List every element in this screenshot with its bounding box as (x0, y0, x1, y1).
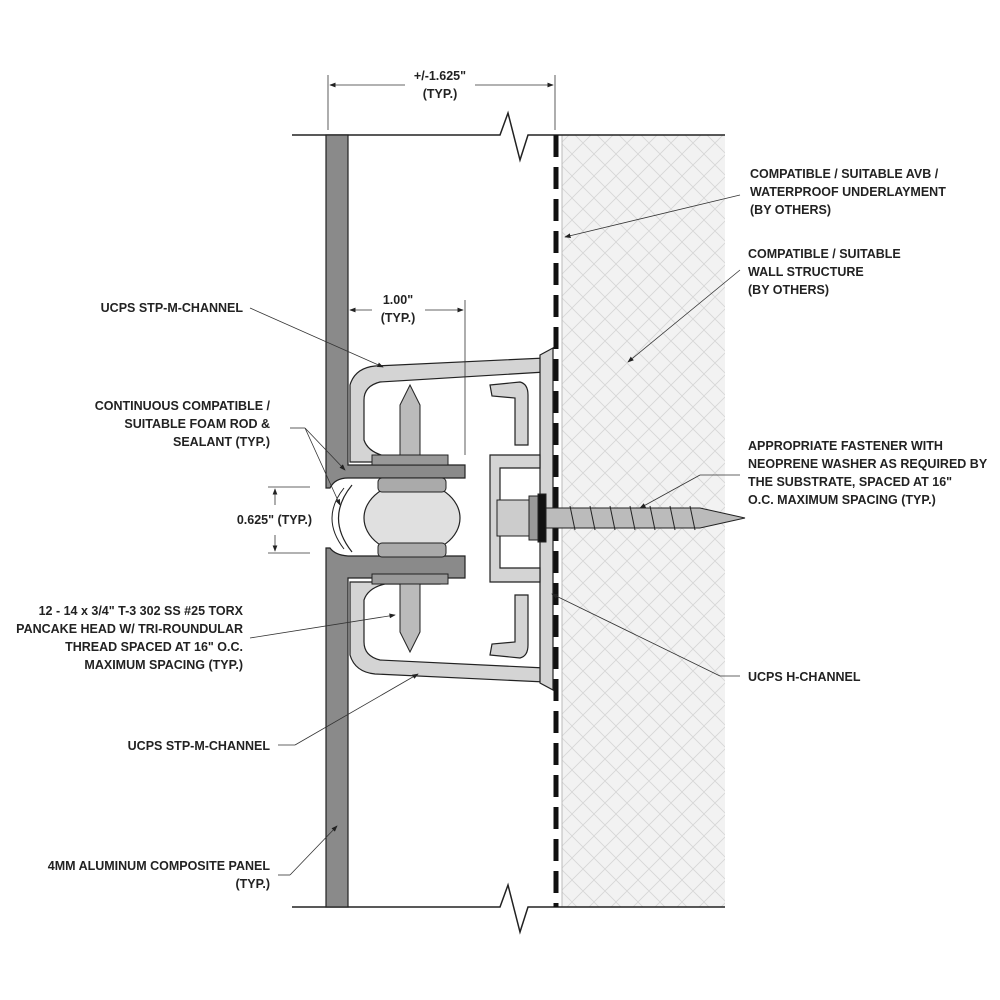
dimension-label: 0.625" (TYP.) (237, 513, 312, 527)
svg-text:UCPS STP-M-CHANNEL: UCPS STP-M-CHANNEL (128, 739, 271, 753)
svg-text:(TYP.): (TYP.) (236, 877, 271, 891)
substrate-fastener (496, 493, 746, 543)
svg-text:WALL STRUCTURE: WALL STRUCTURE (748, 265, 864, 279)
dimension-overall: +/-1.625" (TYP.) (327, 69, 556, 130)
label-torx-screw: 12 - 14 x 3/4" T-3 302 SS #25 TORX PANCA… (16, 604, 243, 672)
svg-text:12 - 14 x 3/4" T-3 302 SS #25: 12 - 14 x 3/4" T-3 302 SS #25 TORX (39, 604, 244, 618)
m-channel-bottom (349, 581, 546, 683)
svg-text:SUITABLE FOAM ROD &: SUITABLE FOAM ROD & (124, 417, 270, 431)
break-line-bottom (292, 882, 725, 935)
svg-text:UCPS STP-M-CHANNEL: UCPS STP-M-CHANNEL (101, 301, 244, 315)
break-line-top (292, 110, 725, 163)
m-channel-top (349, 357, 546, 463)
label-h-channel: UCPS H-CHANNEL (748, 670, 861, 684)
svg-text:PANCAKE HEAD W/ TRI-ROUNDULAR: PANCAKE HEAD W/ TRI-ROUNDULAR (16, 622, 243, 636)
dimension-label: +/-1.625" (414, 69, 466, 83)
label-avb: COMPATIBLE / SUITABLE AVB / WATERPROOF U… (750, 167, 946, 217)
svg-text:APPROPRIATE FASTENER WITH: APPROPRIATE FASTENER WITH (748, 439, 943, 453)
svg-text:MAXIMUM SPACING (TYP.): MAXIMUM SPACING (TYP.) (84, 658, 243, 672)
svg-text:(BY OTHERS): (BY OTHERS) (748, 283, 829, 297)
svg-text:WATERPROOF UNDERLAYMENT: WATERPROOF UNDERLAYMENT (750, 185, 946, 199)
svg-text:SEALANT (TYP.): SEALANT (TYP.) (173, 435, 270, 449)
svg-text:(BY OTHERS): (BY OTHERS) (750, 203, 831, 217)
svg-text:UCPS H-CHANNEL: UCPS H-CHANNEL (748, 670, 861, 684)
label-wall: COMPATIBLE / SUITABLE WALL STRUCTURE (BY… (748, 247, 901, 297)
svg-text:CONTINUOUS COMPATIBLE /: CONTINUOUS COMPATIBLE / (95, 399, 271, 413)
svg-text:NEOPRENE WASHER AS REQUIRED BY: NEOPRENE WASHER AS REQUIRED BY (748, 457, 988, 471)
torx-screw-top (371, 383, 449, 466)
label-foam-rod: CONTINUOUS COMPATIBLE / SUITABLE FOAM RO… (95, 399, 271, 449)
svg-text:THREAD SPACED AT 16" O.C.: THREAD SPACED AT 16" O.C. (65, 640, 243, 654)
dimension-flange: 1.00" (TYP.) (349, 293, 466, 455)
label-panel: 4MM ALUMINUM COMPOSITE PANEL (TYP.) (48, 859, 271, 891)
dimension-label: (TYP.) (423, 87, 458, 101)
label-m-channel-top: UCPS STP-M-CHANNEL (101, 301, 244, 315)
torx-screw-bottom (371, 573, 449, 654)
svg-text:COMPATIBLE / SUITABLE: COMPATIBLE / SUITABLE (748, 247, 901, 261)
svg-text:O.C. MAXIMUM SPACING (TYP.): O.C. MAXIMUM SPACING (TYP.) (748, 493, 936, 507)
dimension-joint: 0.625" (TYP.) (237, 486, 312, 554)
label-fastener: APPROPRIATE FASTENER WITH NEOPRENE WASHE… (748, 439, 988, 507)
svg-text:THE SUBSTRATE, SPACED AT 16": THE SUBSTRATE, SPACED AT 16" (748, 475, 952, 489)
sealant (338, 484, 353, 553)
svg-text:4MM ALUMINUM COMPOSITE PANEL: 4MM ALUMINUM COMPOSITE PANEL (48, 859, 271, 873)
svg-text:COMPATIBLE / SUITABLE AVB /: COMPATIBLE / SUITABLE AVB / (750, 167, 939, 181)
label-m-channel-bottom: UCPS STP-M-CHANNEL (128, 739, 271, 753)
dimension-label: 1.00" (383, 293, 413, 307)
dimension-label: (TYP.) (381, 311, 416, 325)
